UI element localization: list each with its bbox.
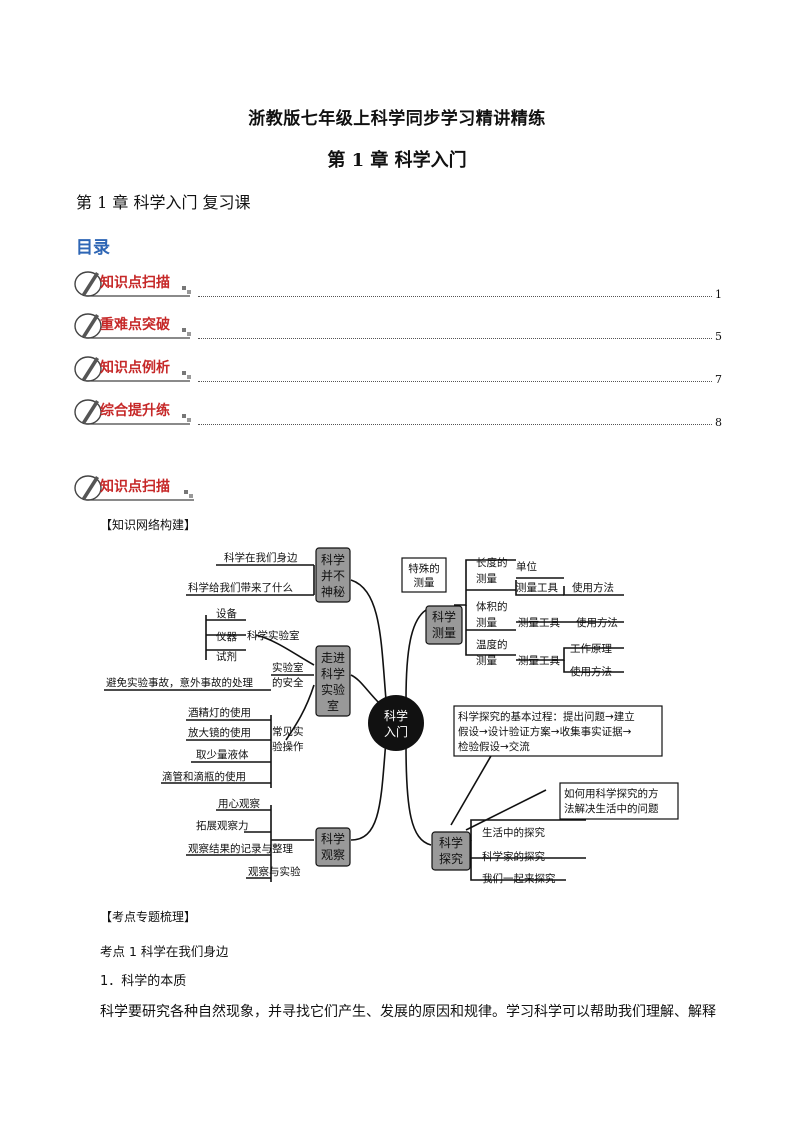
center-node bbox=[368, 695, 424, 751]
branch1-node: 并不 bbox=[321, 569, 345, 583]
topic-title: 考点 1 科学在我们身边 bbox=[100, 944, 229, 959]
mindmap-leaf: 使用方法 bbox=[570, 665, 612, 678]
mindmap-leaf: 用心观察 bbox=[218, 797, 260, 810]
mindmap-leaf: 避免实验事故，意外事故的处理 bbox=[106, 676, 253, 689]
mindmap-leaf: 使用方法 bbox=[572, 581, 614, 594]
center-node-line2: 入门 bbox=[384, 724, 408, 739]
mindmap-label: 的安全 bbox=[272, 676, 304, 689]
mindmap-leaf: 我们一起来探究 bbox=[482, 872, 556, 885]
pen-badge-icon bbox=[74, 475, 194, 501]
mindmap-leaf: 放大镜的使用 bbox=[188, 726, 251, 739]
toc-leader bbox=[198, 338, 712, 339]
toc-label: 知识点例析 bbox=[100, 360, 170, 376]
branch5-node: 探究 bbox=[439, 851, 463, 866]
section-badge: 知识点扫描 bbox=[72, 470, 202, 504]
knowledge-mindmap: 科学 入门 科学 并不 神秘 科学在我们身边 科学给我们带来了什么 走进 科学 … bbox=[104, 547, 679, 885]
toc-badge: 综合提升练 bbox=[72, 396, 196, 426]
mindmap-leaf: 科学给我们带来了什么 bbox=[188, 581, 293, 594]
mindmap-leaf: 酒精灯的使用 bbox=[188, 706, 251, 719]
toc-heading: 目录 bbox=[76, 238, 110, 258]
mindmap-leaf: 使用方法 bbox=[576, 616, 618, 629]
toc-page-number: 8 bbox=[715, 416, 722, 429]
branch4-node: 测量 bbox=[432, 626, 456, 640]
mindmap-leaf: 单位 bbox=[516, 560, 537, 573]
network-label: 【知识网络构建】 bbox=[100, 518, 197, 532]
mindmap-label: 体积的 bbox=[476, 600, 508, 613]
section-badge-label: 知识点扫描 bbox=[100, 479, 170, 495]
mindmap-leaf: 测量工具 bbox=[518, 654, 560, 667]
branch2-node: 实验 bbox=[321, 682, 345, 697]
branch3-node: 科学 bbox=[321, 831, 345, 846]
document-title: 浙教版七年级上科学同步学习精讲精练 bbox=[248, 109, 546, 129]
center-node-line1: 科学 bbox=[384, 708, 408, 723]
mindmap-leaf: 科学在我们身边 bbox=[224, 551, 298, 564]
mindmap-label: 如何用科学探究的方 bbox=[564, 787, 659, 800]
mindmap-leaf: 拓展观察力 bbox=[196, 819, 249, 832]
mindmap-leaf: 设备 bbox=[216, 607, 237, 620]
mindmap-label: 法解决生活中的问题 bbox=[564, 802, 659, 815]
toc-label: 重难点突破 bbox=[100, 317, 170, 333]
mindmap-leaf: 试剂 bbox=[216, 650, 237, 663]
toc-leader bbox=[198, 381, 712, 382]
branch2-node: 科学 bbox=[321, 666, 345, 681]
toc-badge: 知识点扫描 bbox=[72, 268, 196, 298]
mindmap-process: 检验假设→交流 bbox=[458, 740, 530, 753]
toc-leader bbox=[198, 296, 712, 297]
mindmap-leaf: 测量工具 bbox=[516, 581, 558, 594]
toc-page-number: 7 bbox=[715, 373, 722, 386]
mindmap-label: 科学实验室 bbox=[247, 629, 300, 642]
toc-badge: 重难点突破 bbox=[72, 310, 196, 340]
branch1-node: 神秘 bbox=[321, 585, 345, 599]
toc-label: 知识点扫描 bbox=[100, 275, 170, 291]
lesson-title: 第 1 章 科学入门 复习课 bbox=[76, 193, 251, 212]
toc-badge: 知识点例析 bbox=[72, 353, 196, 383]
mindmap-label: 测量 bbox=[414, 576, 435, 589]
pen-badge-icon bbox=[74, 271, 191, 297]
toc-item[interactable]: 知识点扫描 1 bbox=[72, 268, 722, 302]
mindmap-label: 温度的 bbox=[476, 638, 508, 651]
toc-item[interactable]: 综合提升练 8 bbox=[72, 396, 722, 430]
mindmap-label: 测量 bbox=[476, 654, 497, 667]
toc-label: 综合提升练 bbox=[100, 403, 170, 419]
topics-label: 【考点专题梳理】 bbox=[100, 910, 197, 924]
topic-subtitle: 1．科学的本质 bbox=[100, 974, 187, 989]
mindmap-leaf: 观察结果的记录与整理 bbox=[188, 842, 293, 855]
branch5-node: 科学 bbox=[439, 835, 463, 850]
pen-badge-icon bbox=[74, 399, 191, 425]
toc-item[interactable]: 知识点例析 7 bbox=[72, 353, 722, 387]
mindmap-leaf: 取少量液体 bbox=[196, 748, 249, 761]
mindmap-label: 验操作 bbox=[272, 740, 304, 753]
mindmap-leaf: 生活中的探究 bbox=[482, 826, 545, 839]
mindmap-label: 测量 bbox=[476, 572, 497, 585]
toc-item[interactable]: 重难点突破 5 bbox=[72, 310, 722, 344]
branch2-node: 室 bbox=[327, 698, 339, 713]
mindmap-leaf: 观察与实验 bbox=[248, 865, 301, 878]
mindmap-leaf: 测量工具 bbox=[518, 616, 560, 629]
mindmap-label: 实验室 bbox=[272, 661, 304, 674]
branch4-node: 科学 bbox=[432, 609, 456, 624]
toc-page-number: 5 bbox=[715, 330, 722, 343]
toc-page-number: 1 bbox=[715, 288, 722, 301]
mindmap-label: 长度的 bbox=[476, 556, 508, 569]
pen-badge-icon bbox=[74, 356, 191, 382]
branch1-node: 科学 bbox=[321, 552, 345, 567]
toc-leader bbox=[198, 424, 712, 425]
mindmap-leaf: 科学家的探究 bbox=[482, 850, 545, 863]
chapter-title: 第 1 章 科学入门 bbox=[327, 150, 467, 171]
mindmap-process: 科学探究的基本过程：提出问题→建立 bbox=[458, 710, 635, 723]
branch2-node: 走进 bbox=[321, 651, 345, 665]
mindmap-process: 假设→设计验证方案→收集事实证据→ bbox=[458, 725, 632, 738]
mindmap-label: 测量 bbox=[476, 616, 497, 629]
topic-paragraph: 科学要研究各种自然现象，并寻找它们产生、发展的原因和规律。学习科学可以帮助我们理… bbox=[100, 1004, 716, 1020]
pen-badge-icon bbox=[74, 313, 191, 339]
mindmap-leaf: 滴管和滴瓶的使用 bbox=[162, 770, 246, 783]
branch3-node: 观察 bbox=[321, 848, 345, 862]
mindmap-leaf: 工作原理 bbox=[570, 643, 612, 655]
mindmap-leaf: 仪器 bbox=[216, 631, 237, 643]
mindmap-label: 常见实 bbox=[272, 725, 304, 738]
mindmap-label: 特殊的 bbox=[408, 562, 440, 575]
